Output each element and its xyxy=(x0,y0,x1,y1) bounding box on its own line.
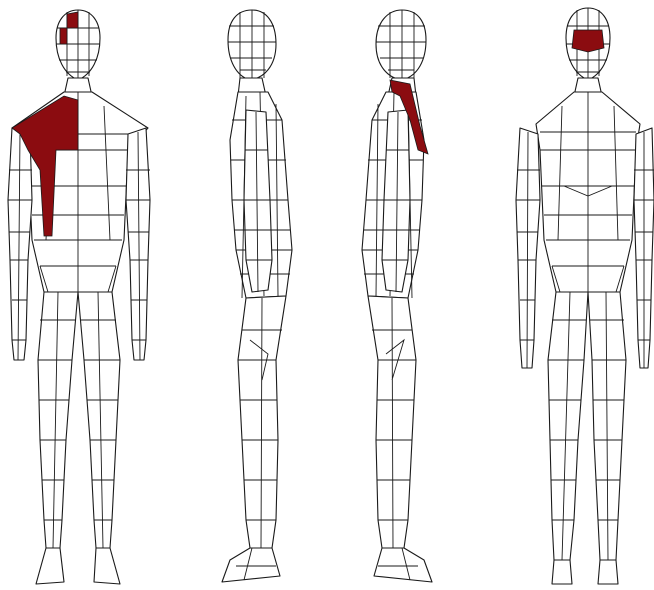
back-view-figure xyxy=(516,8,654,584)
front-foot-left xyxy=(36,548,64,584)
front-foot-right xyxy=(94,548,120,584)
back-foot-left xyxy=(552,560,572,584)
back-highlight-head xyxy=(572,30,604,52)
front-view-figure xyxy=(8,10,150,584)
left-side-view-figure xyxy=(222,10,292,582)
front-leg-left xyxy=(38,292,78,548)
rightside-head xyxy=(376,10,426,80)
back-foot-right xyxy=(598,560,618,584)
right-side-view-figure xyxy=(362,10,432,582)
